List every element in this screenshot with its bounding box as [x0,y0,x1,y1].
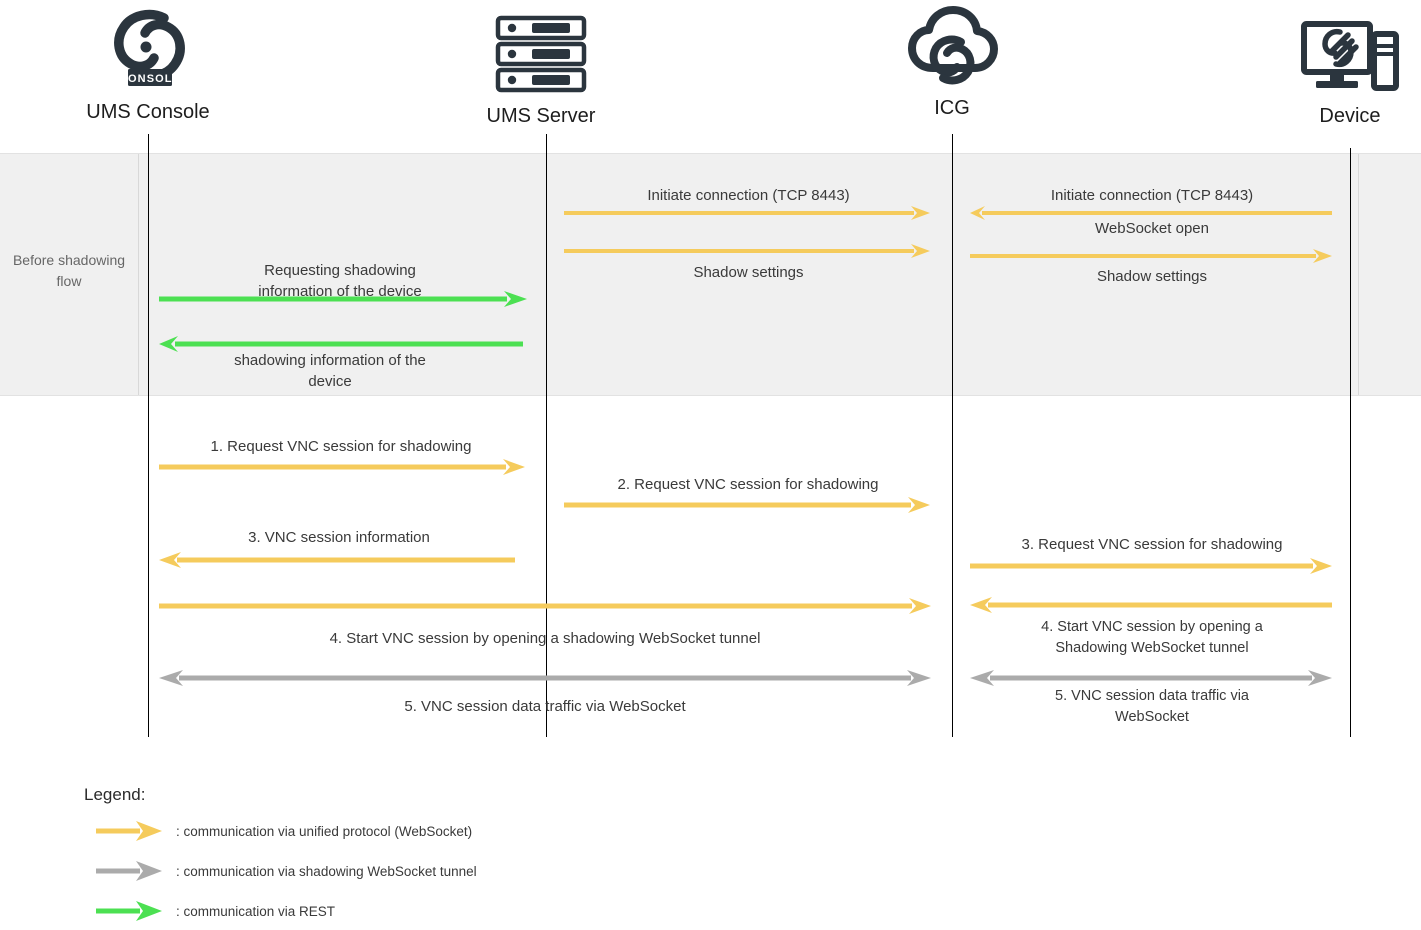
phase-label-before-shadowing: Before shadowing flow [12,252,126,289]
server-rack-icon [421,8,661,100]
desktop-device-icon [1230,10,1421,102]
legend-rest-arrow-icon [96,900,162,922]
message-arrow-step-2 [564,497,930,513]
message-arrow-requesting-shadowing-info [159,291,527,307]
message-label-requesting-shadowing-info: Requesting shadowing information of the … [258,262,422,300]
phase-band-separator-right [1358,154,1359,395]
message-arrow-step-1 [159,459,525,475]
message-label-initiate-connection-server-icg: Initiate connection (TCP 8443) [647,187,850,204]
message-arrow-shadow-settings-icg-device [970,249,1332,263]
message-label-websocket-open: WebSocket open [1095,220,1209,237]
message-arrow-initiate-connection-device-icg [970,206,1332,220]
message-label-shadow-settings-icg-device: Shadow settings [1096,268,1208,285]
message-arrow-step-5-device [970,669,1332,687]
lifeline-device [1350,148,1351,737]
message-arrow-shadow-settings-server-icg [564,244,930,258]
message-label-step-5-device: 5. VNC session data traffic via WebSocke… [1055,688,1249,725]
message-label-step-3-console: 3. VNC session information [248,529,430,546]
cloud-gateway-icon [832,2,1072,94]
legend-item-shadowing-tunnel: : communication via shadowing WebSocket … [96,860,477,882]
legend-unified-protocol-arrow-icon [96,820,162,842]
message-arrow-step-3-device [970,558,1332,574]
legend-shadowing-tunnel-label: : communication via shadowing WebSocket … [176,863,477,879]
message-arrow-step-4-console [159,598,931,614]
message-label-shadow-settings-server-icg: Shadow settings [693,264,804,281]
lifeline-ums-server [546,134,547,737]
message-label-shadowing-info-response: shadowing information of the device [234,352,426,390]
message-label-step-4-device: 4. Start VNC session by opening a Shadow… [1041,619,1263,656]
message-arrow-step-4-device [970,597,1332,613]
message-label-step-3-device: 3. Request VNC session for shadowing [1021,536,1283,553]
legend-item-rest: : communication via REST [96,900,335,922]
message-label-step-1: 1. Request VNC session for shadowing [210,438,472,455]
lifeline-ums-console [148,134,149,737]
legend-item-unified-protocol: : communication via unified protocol (We… [96,820,472,842]
participant-ums-console: CONSOLE UMS Console [28,4,268,124]
legend-rest-label: : communication via REST [176,903,336,919]
message-arrow-shadowing-info-response [159,336,523,352]
message-label-step-4-console: 4. Start VNC session by opening a shadow… [329,630,761,647]
message-arrow-step-3-console [159,552,515,568]
participant-ums-server: UMS Server [421,8,661,128]
participant-device: Device [1230,10,1421,128]
participant-label-ums-console: UMS Console [86,101,210,123]
legend-title: Legend: [84,785,146,804]
message-label-step-2: 2. Request VNC session for shadowing [617,476,879,493]
console-badge-text: CONSOLE [119,73,181,85]
legend-unified-protocol-label: : communication via unified protocol (We… [176,823,473,839]
phase-band-separator-left [138,154,139,395]
message-label-step-5-console: 5. VNC session data traffic via WebSocke… [404,698,686,715]
participant-label-ums-server: UMS Server [486,105,596,127]
lifeline-icg [952,134,953,737]
ums-console-logo-icon: CONSOLE [28,4,268,96]
before-shadowing-phase-band [0,153,1421,396]
participant-label-icg: ICG [934,97,970,119]
legend-shadowing-tunnel-arrow-icon [96,860,162,882]
message-arrow-initiate-connection-server-icg [564,206,930,220]
participant-icg: ICG [832,2,1072,120]
participant-label-device: Device [1319,105,1381,127]
message-label-initiate-connection-device-icg: Initiate connection (TCP 8443) [1050,187,1254,204]
message-arrow-step-5-console [159,669,931,687]
